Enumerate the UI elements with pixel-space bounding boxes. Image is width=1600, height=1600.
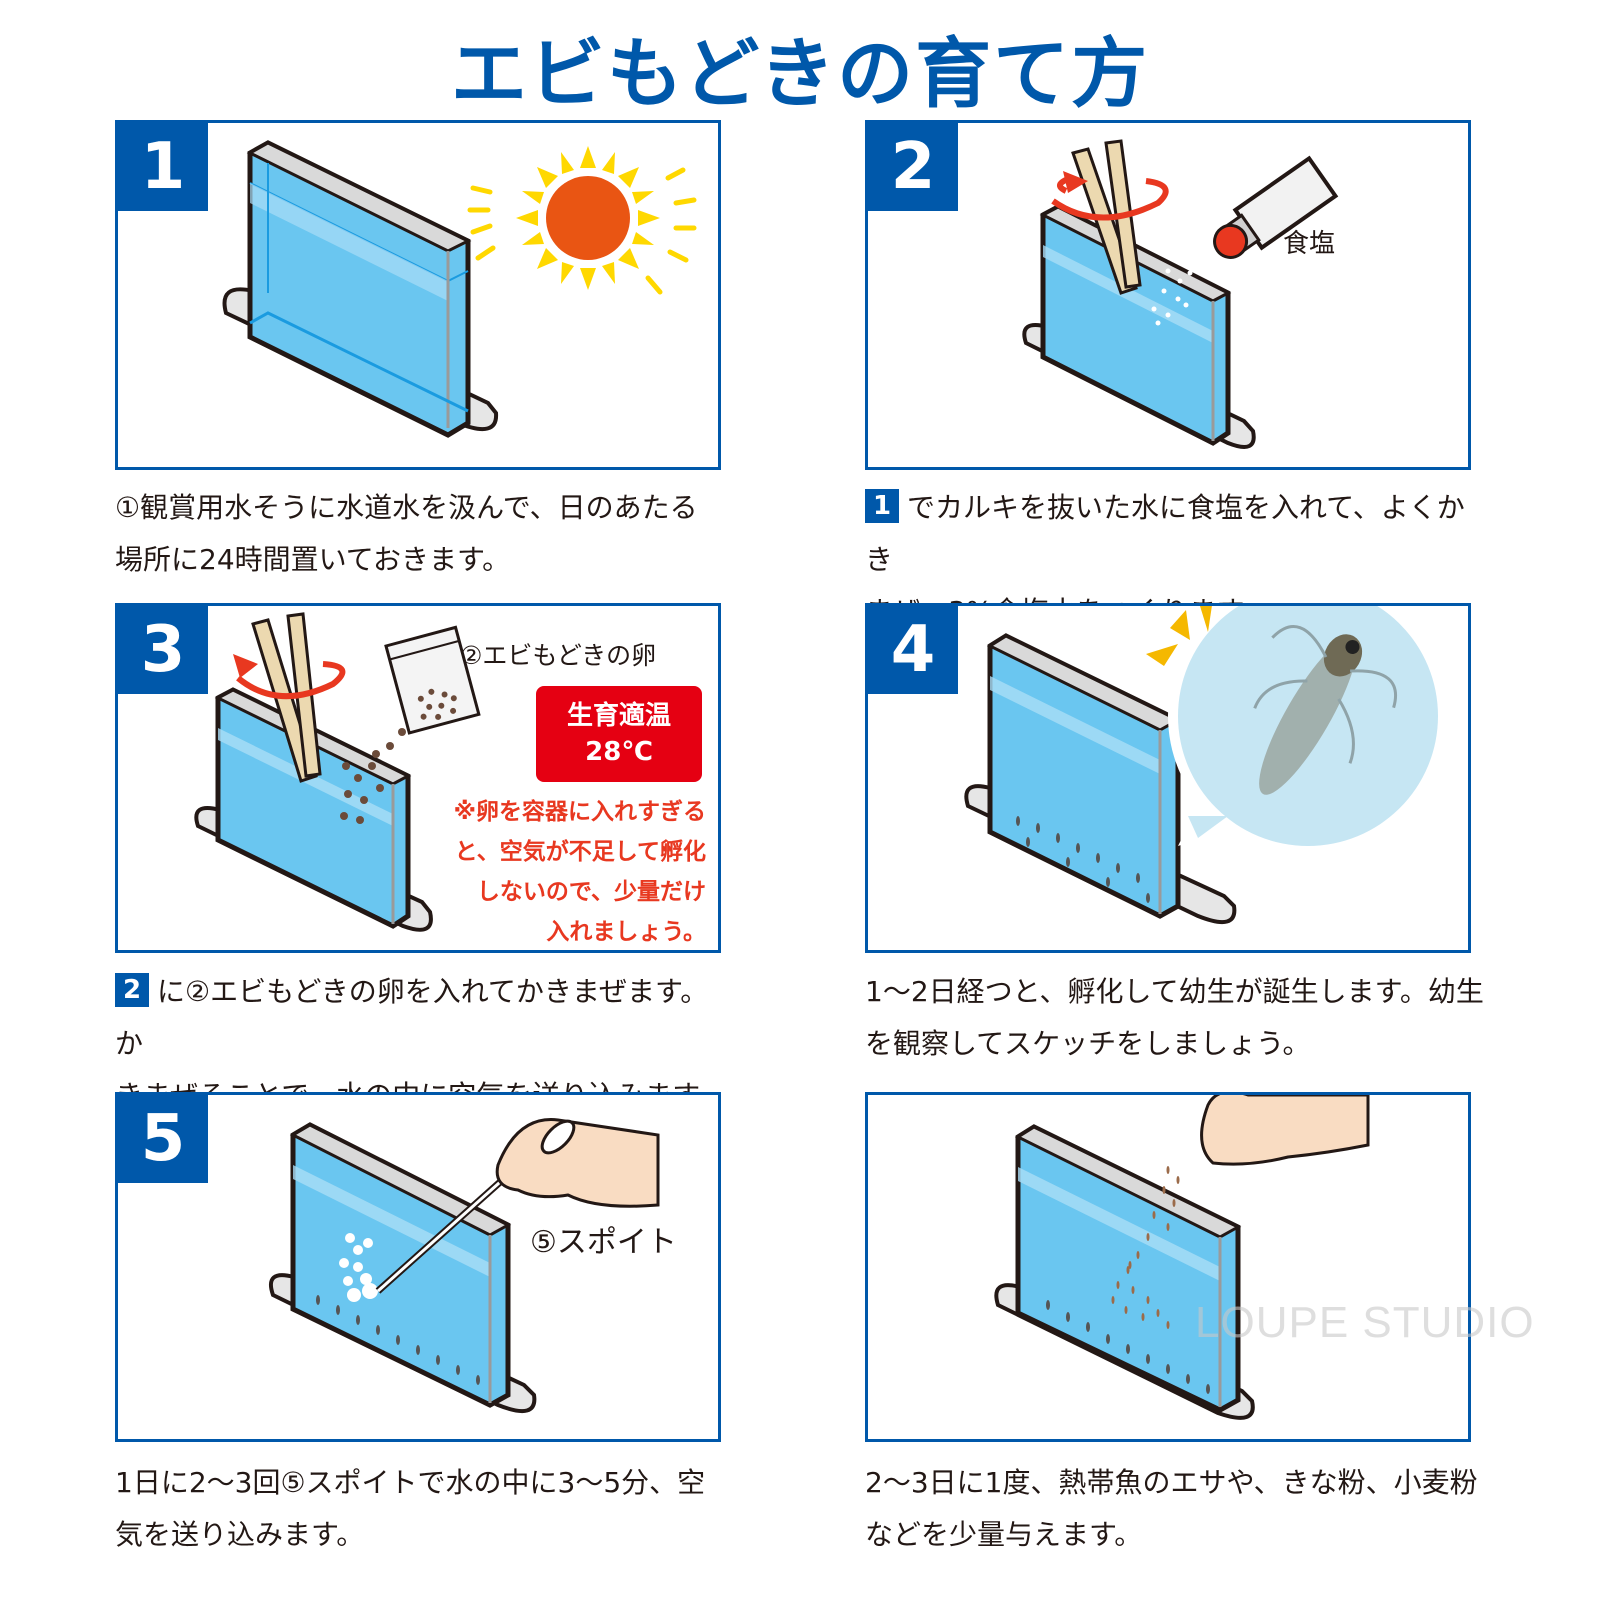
caption-line: などを少量与えます。 — [865, 1518, 1143, 1551]
step-number-badge: 1 — [118, 123, 208, 211]
step-5-caption: 1日に2〜3回⑤スポイトで水の中に3〜5分、空 気を送り込みます。 — [115, 1457, 735, 1561]
step-5-panel: 5 ⑤スポイト — [115, 1092, 721, 1442]
step-3-panel: 3 ②エビもどきの卵 生育適温 28℃ — [115, 603, 721, 953]
tank-stir-eggs-icon — [194, 612, 481, 932]
caption-line: 1〜2日経つと、孵化して幼生が誕生します。幼生 — [865, 975, 1484, 1008]
dropper-label: ⑤スポイト — [530, 1225, 677, 1260]
tank-stir-salt-icon — [1022, 139, 1339, 449]
step-1-panel: 1 — [115, 120, 721, 470]
step-1-caption: ①観賞用水そうに水道水を汲んで、日のあたる 場所に24時間置いておきます。 — [115, 482, 735, 586]
warning-line: 入れましょう。 — [546, 919, 706, 945]
step-4-caption: 1〜2日経つと、孵化して幼生が誕生します。幼生 を観察してスケッチをしましょう。 — [865, 966, 1485, 1070]
eggs-label: ②エビもどきの卵 — [460, 641, 657, 670]
caption-text: でカルキを抜いた水に食塩を入れて、よくかき — [865, 491, 1465, 576]
caption-line: 場所に24時間置いておきます。 — [115, 543, 511, 576]
warning-line: しないので、少量だけ — [476, 879, 706, 905]
temp-value: 28℃ — [585, 737, 653, 767]
caption-line: 1日に2〜3回⑤スポイトで水の中に3〜5分、空 — [115, 1466, 706, 1499]
caption-line: を観察してスケッチをしましょう。 — [865, 1027, 1311, 1060]
step-number-badge: 3 — [118, 606, 208, 694]
step-ref-badge: 2 — [115, 973, 149, 1007]
step-number-badge: 5 — [118, 1095, 208, 1183]
step-number-badge: 2 — [868, 123, 958, 211]
caption-line: 2〜3日に1度、熱帯魚のエサや、きな粉、小麦粉 — [865, 1466, 1478, 1499]
step-2-panel: 2 食塩 — [865, 120, 1471, 470]
warning-line: と、空気が不足して孵化 — [454, 839, 706, 865]
step-6-caption: 2〜3日に1度、熱帯魚のエサや、きな粉、小麦粉 などを少量与えます。 — [865, 1457, 1485, 1561]
tank-feeding-icon — [994, 1095, 1370, 1420]
step-6-panel — [865, 1092, 1471, 1442]
salt-label: 食塩 — [1283, 229, 1336, 259]
tank-dropper-icon — [268, 1118, 660, 1414]
step-ref-badge: 1 — [865, 489, 899, 523]
optimal-temperature-badge: 生育適温 28℃ — [536, 686, 702, 782]
step-number-badge: 4 — [868, 606, 958, 694]
tank-with-sun-icon — [222, 140, 697, 438]
caption-text: に②エビもどきの卵を入れてかきまぜます。か — [115, 975, 709, 1060]
step-4-panel: 4 — [865, 603, 1471, 953]
caption-line: 気を送り込みます。 — [115, 1518, 365, 1551]
page-title: エビもどきの育て方 — [450, 29, 1150, 118]
watermark: LOUPE STUDIO — [1195, 1298, 1535, 1347]
temp-title: 生育適温 — [566, 701, 671, 731]
warning-line: ※卵を容器に入れすぎる — [453, 799, 706, 825]
tank-larva-photo-icon — [964, 606, 1448, 925]
caption-line: ①観賞用水そうに水道水を汲んで、日のあたる — [115, 491, 698, 524]
warning-note: ※卵を容器に入れすぎる と、空気が不足して孵化 しないので、少量だけ 入れましょ… — [436, 792, 706, 950]
